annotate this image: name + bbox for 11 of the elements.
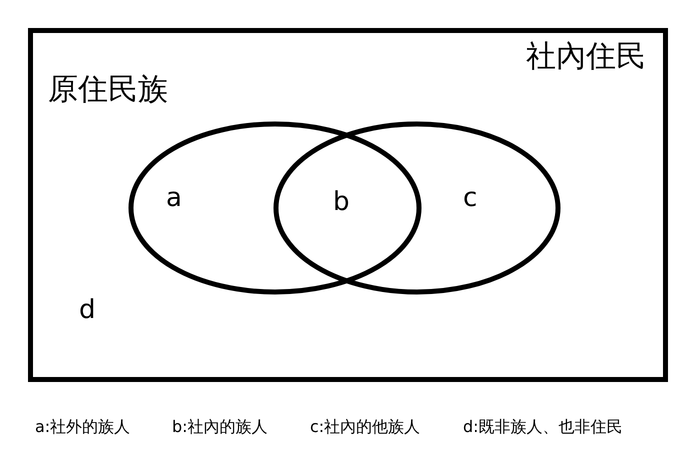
set-name: 原住民族 (48, 75, 168, 105)
set-name: 社內住民 (526, 42, 646, 72)
legend-item: c:社內的他族人 (310, 419, 420, 435)
region-letter: a (166, 185, 182, 211)
legend-item: b:社內的族人 (172, 419, 268, 435)
region-letter: c (463, 185, 478, 211)
frame-box (28, 28, 668, 382)
legend-item: d:既非族人、也非住民 (463, 419, 623, 435)
region-letter: b (333, 189, 350, 215)
region-letter: d (79, 297, 96, 323)
legend-item: a:社外的族人 (35, 419, 130, 435)
